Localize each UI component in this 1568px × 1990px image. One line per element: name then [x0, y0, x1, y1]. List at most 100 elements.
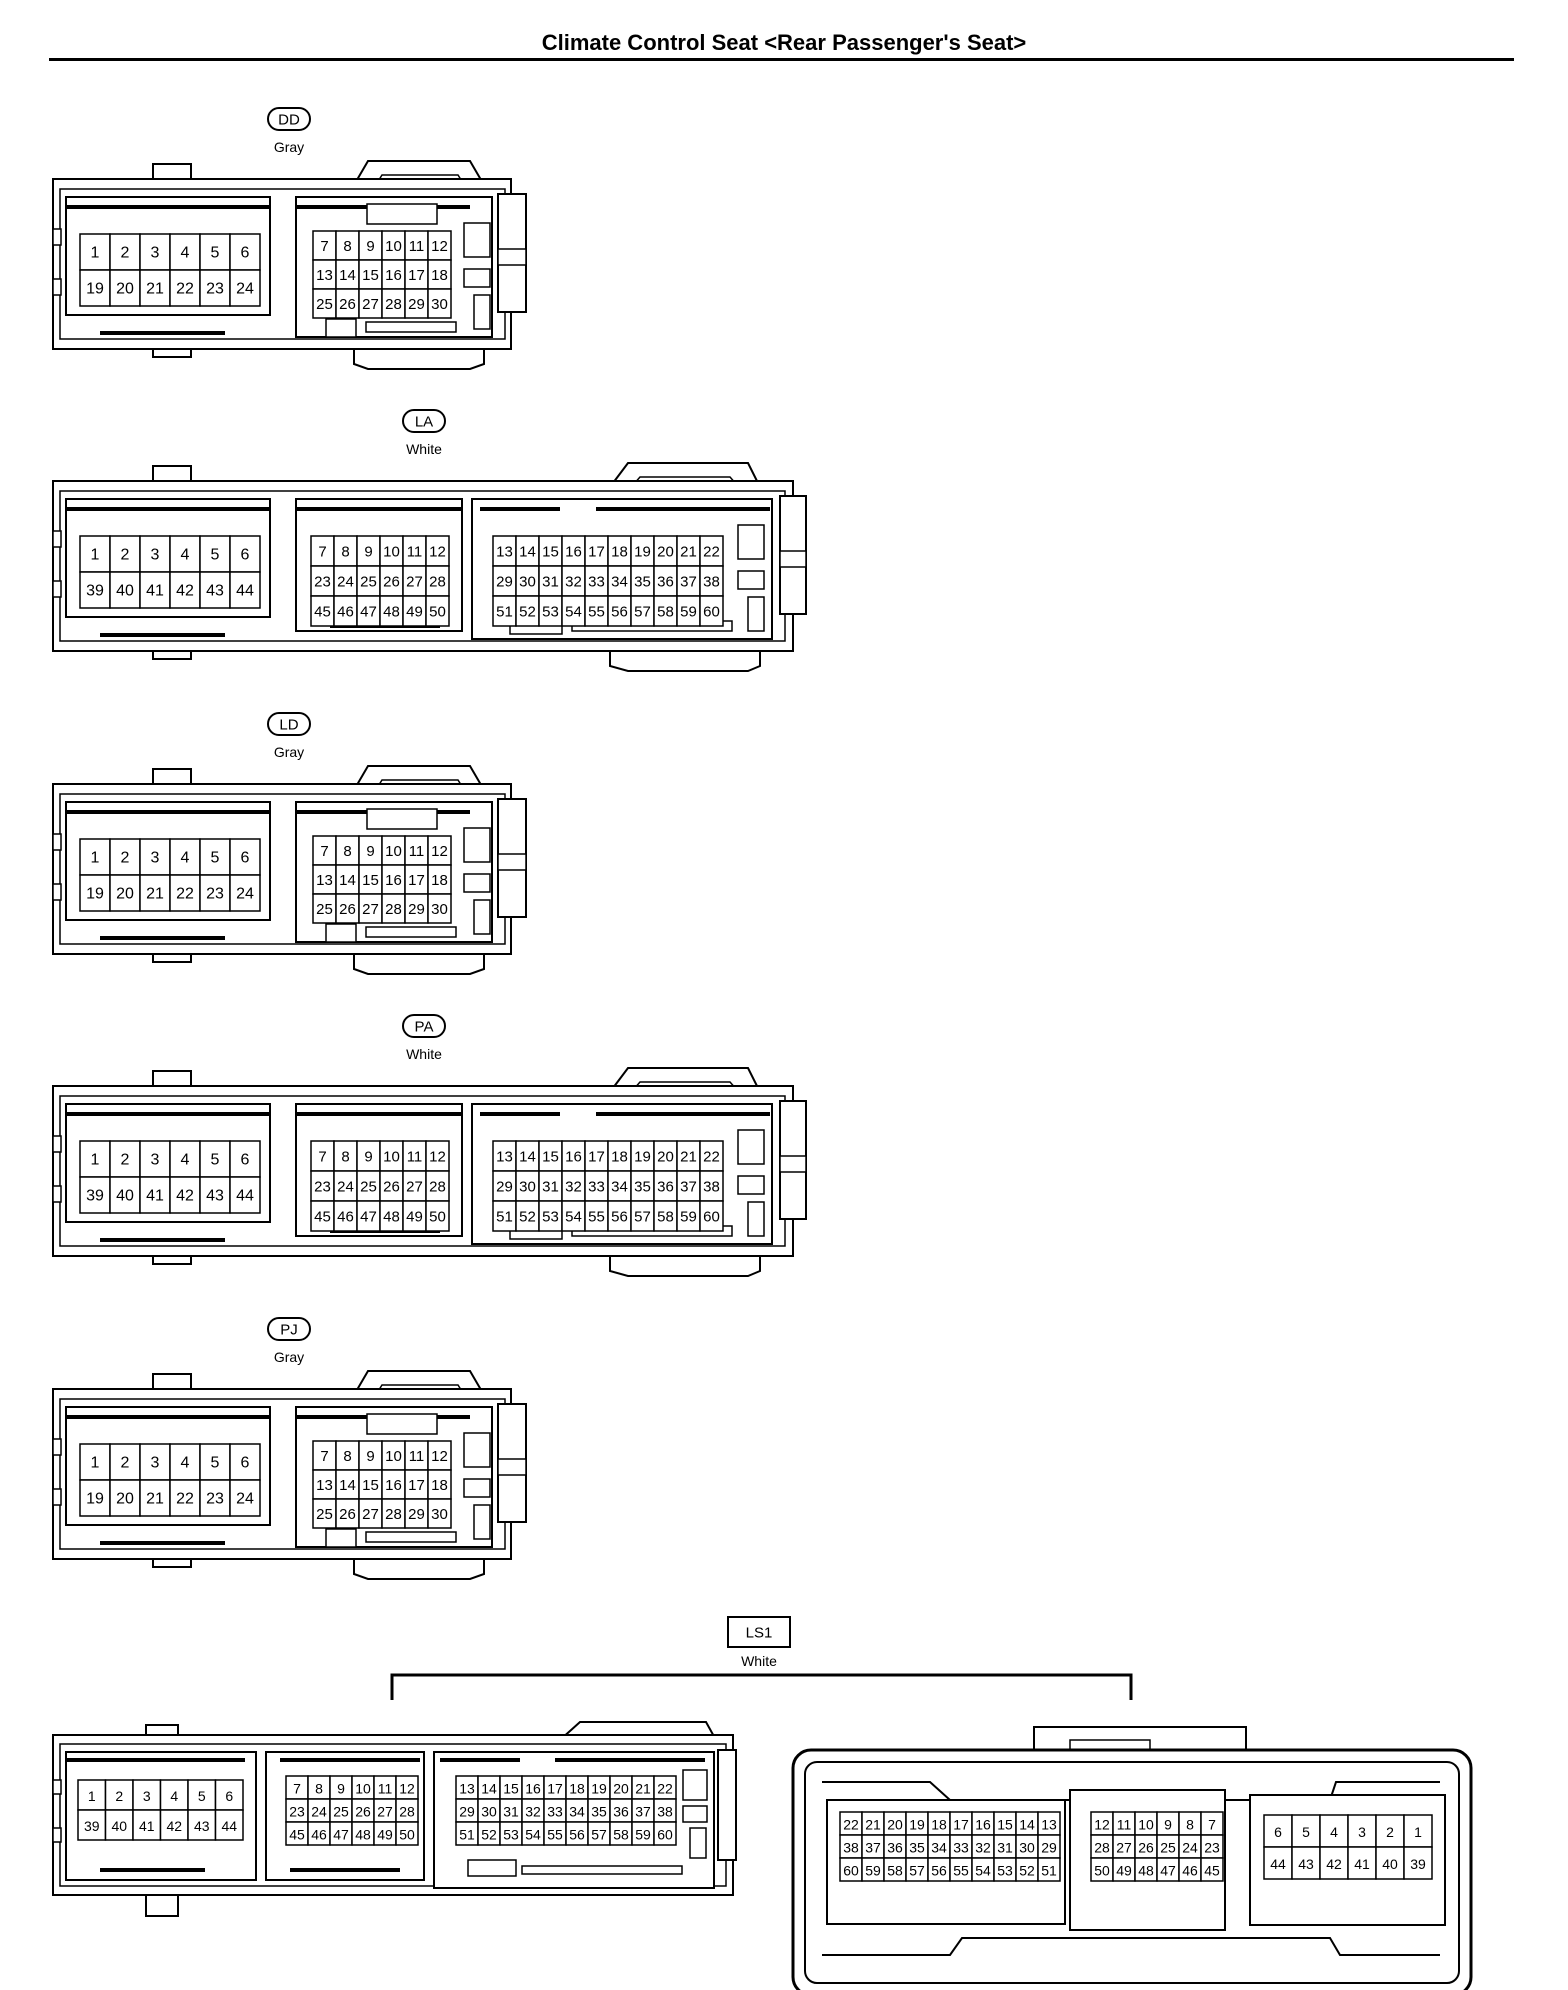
pin-number: 60 — [657, 1827, 673, 1843]
pin-number: 32 — [525, 1804, 541, 1820]
pin-number: 38 — [843, 1840, 859, 1856]
pin-number: 21 — [146, 281, 164, 298]
pin-number: 50 — [429, 604, 446, 621]
pin-number: 26 — [383, 574, 400, 591]
pin-number: 56 — [569, 1827, 585, 1843]
pin-number: 9 — [337, 1781, 345, 1797]
pin-number: 45 — [314, 1209, 331, 1226]
pin-number: 24 — [236, 281, 254, 298]
housing-part — [463, 1432, 491, 1468]
pin-number: 32 — [975, 1840, 991, 1856]
pin-number: 45 — [1204, 1863, 1220, 1879]
pin-cell — [159, 1779, 189, 1811]
pin-number: 19 — [634, 544, 651, 561]
pin-number: 30 — [431, 1506, 448, 1523]
pin-number: 25 — [360, 1179, 377, 1196]
pin-number: 25 — [333, 1804, 349, 1820]
pin-cell — [699, 1200, 724, 1232]
pin-number: 21 — [680, 544, 697, 561]
pin-number: 56 — [611, 1209, 628, 1226]
pin-number: 4 — [181, 547, 190, 564]
pin-number: 14 — [519, 1149, 536, 1166]
pin-number: 35 — [591, 1804, 607, 1820]
pin-number: 41 — [146, 1188, 164, 1205]
housing-part — [463, 873, 491, 893]
housing-part — [473, 899, 491, 935]
pin-number: 27 — [377, 1804, 393, 1820]
pin-cell — [109, 571, 141, 609]
pin-cell — [653, 1821, 677, 1846]
pin-number: 34 — [931, 1840, 947, 1856]
pin-number: 41 — [146, 583, 164, 600]
pin-number: 46 — [337, 604, 354, 621]
housing-part — [473, 294, 491, 330]
pin-number: 52 — [519, 604, 536, 621]
pin-cell — [1263, 1814, 1293, 1848]
pin-number: 30 — [519, 1179, 536, 1196]
pin-number: 10 — [383, 1149, 400, 1166]
housing-part — [689, 1827, 707, 1859]
pin-number: 27 — [406, 1179, 423, 1196]
pin-number: 39 — [86, 583, 104, 600]
pin-number: 5 — [211, 547, 220, 564]
housing-part — [52, 1438, 62, 1456]
pin-number: 15 — [362, 267, 379, 284]
pin-number: 52 — [519, 1209, 536, 1226]
pin-number: 28 — [399, 1804, 415, 1820]
pin-number: 47 — [333, 1827, 349, 1843]
pin-cell — [139, 571, 171, 609]
connector-color: White — [406, 1046, 442, 1062]
pin-number: 26 — [1138, 1840, 1154, 1856]
housing-part — [747, 596, 765, 632]
connector-code: DD — [278, 112, 300, 129]
housing-part — [52, 1185, 62, 1203]
pin-number: 19 — [86, 281, 104, 298]
pin-number: 43 — [1298, 1856, 1314, 1872]
housing-part — [463, 222, 491, 258]
pin-number: 3 — [151, 547, 160, 564]
connector-code: PA — [415, 1019, 434, 1036]
connector-code-badge — [267, 712, 311, 736]
pin-cell — [427, 288, 452, 319]
pin-number: 16 — [385, 1477, 402, 1494]
pin-number: 16 — [565, 544, 582, 561]
pin-number: 12 — [431, 238, 448, 255]
pin-cell — [79, 1479, 111, 1517]
pin-number: 48 — [1138, 1863, 1154, 1879]
pin-number: 29 — [408, 296, 425, 313]
pin-number: 24 — [236, 1491, 254, 1508]
pin-number: 57 — [591, 1827, 607, 1843]
pin-number: 14 — [519, 544, 536, 561]
pin-number: 15 — [503, 1781, 519, 1797]
pin-cell — [159, 1809, 189, 1841]
connector-code-badge — [267, 1317, 311, 1341]
pin-number: 29 — [1041, 1840, 1057, 1856]
pin-number: 23 — [1204, 1840, 1220, 1856]
pin-number: 25 — [1160, 1840, 1176, 1856]
pin-number: 15 — [542, 544, 559, 561]
pin-number: 57 — [634, 1209, 651, 1226]
housing-part — [365, 926, 457, 938]
pin-number: 26 — [339, 296, 356, 313]
pin-cell — [229, 1176, 261, 1214]
pin-cell — [109, 1479, 141, 1517]
pin-number: 6 — [241, 1455, 250, 1472]
pin-cell — [169, 838, 201, 876]
title-rule — [49, 58, 1514, 61]
pin-number: 58 — [657, 1209, 674, 1226]
pin-number: 22 — [657, 1781, 673, 1797]
pin-number: 4 — [181, 850, 190, 867]
pin-number: 17 — [953, 1817, 969, 1833]
pin-number: 12 — [429, 544, 446, 561]
pin-number: 10 — [1138, 1817, 1154, 1833]
pin-number: 56 — [611, 604, 628, 621]
pin-number: 9 — [1164, 1817, 1172, 1833]
housing-part — [325, 923, 357, 943]
pin-number: 29 — [408, 901, 425, 918]
pin-cell — [214, 1779, 244, 1811]
pin-number: 16 — [385, 872, 402, 889]
